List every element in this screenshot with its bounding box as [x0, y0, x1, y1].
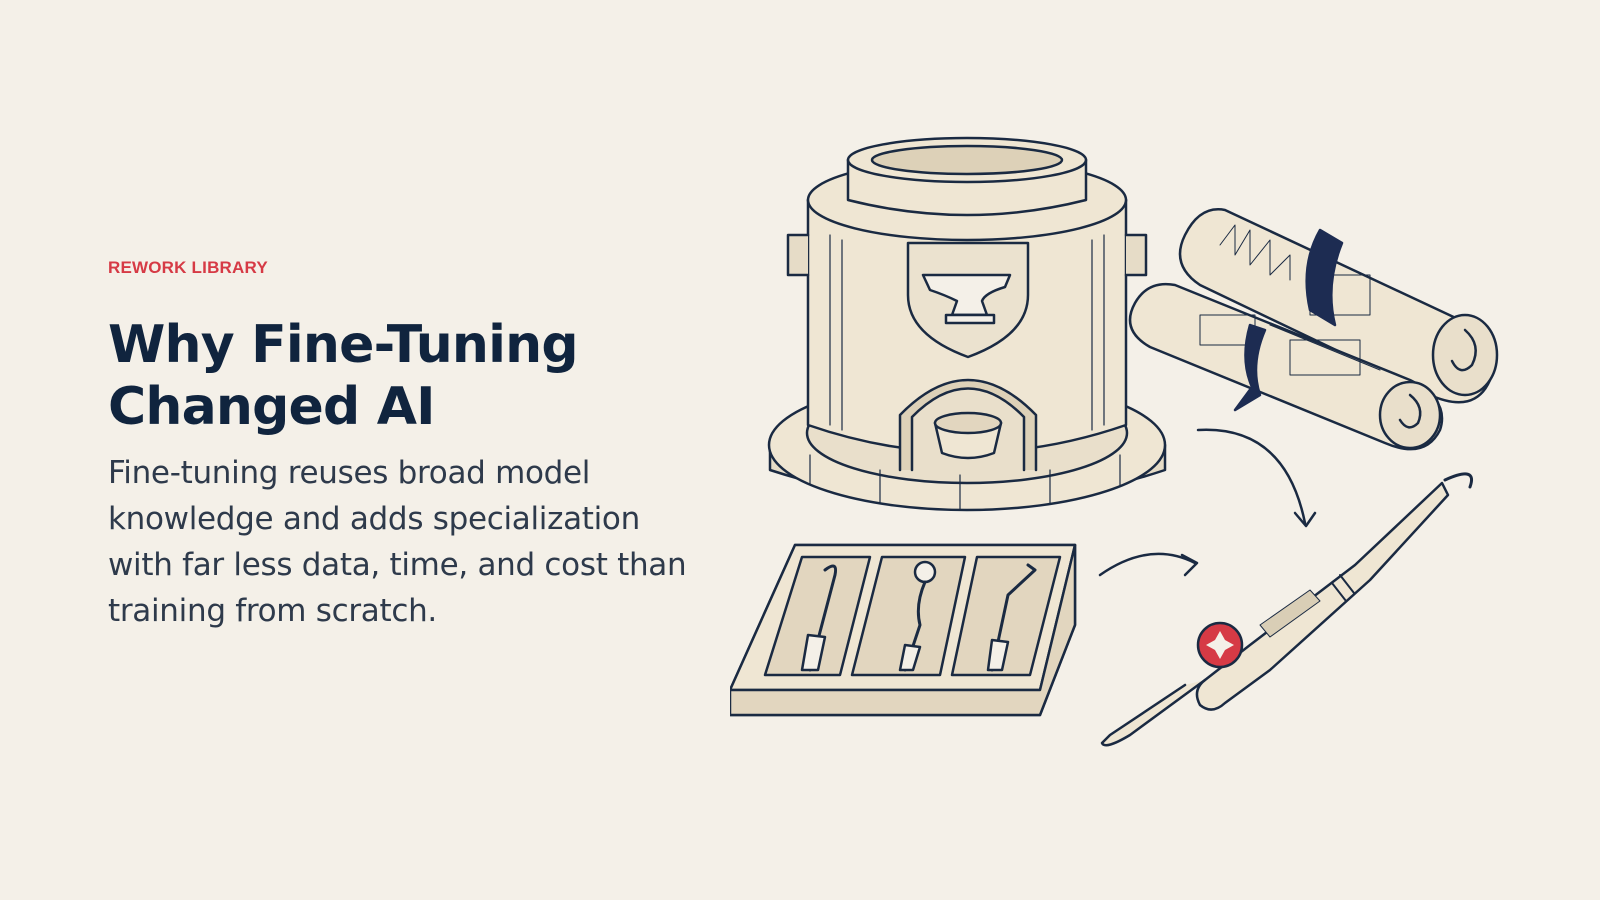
- blueprint-scrolls-icon: [1128, 208, 1499, 451]
- page-title: Why Fine-Tuning Changed AI: [108, 314, 708, 438]
- crucible-icon: [933, 411, 1003, 460]
- anvil-icon: [921, 273, 1012, 325]
- title-line-2: Changed AI: [108, 377, 436, 437]
- tool-tray-icon: [728, 543, 1077, 717]
- title-line-1: Why Fine-Tuning: [108, 315, 579, 375]
- forge-furnace-icon: [767, 136, 1167, 512]
- hero-text: REWORK LIBRARY Why Fine-Tuning Changed A…: [108, 258, 708, 634]
- eyebrow-label: REWORK LIBRARY: [108, 258, 268, 277]
- arrow-icon: [1098, 428, 1317, 577]
- specialized-tool-icon: [1100, 472, 1473, 747]
- illustration: [728, 125, 1520, 775]
- description-text: Fine-tuning reuses broad model knowledge…: [108, 455, 687, 629]
